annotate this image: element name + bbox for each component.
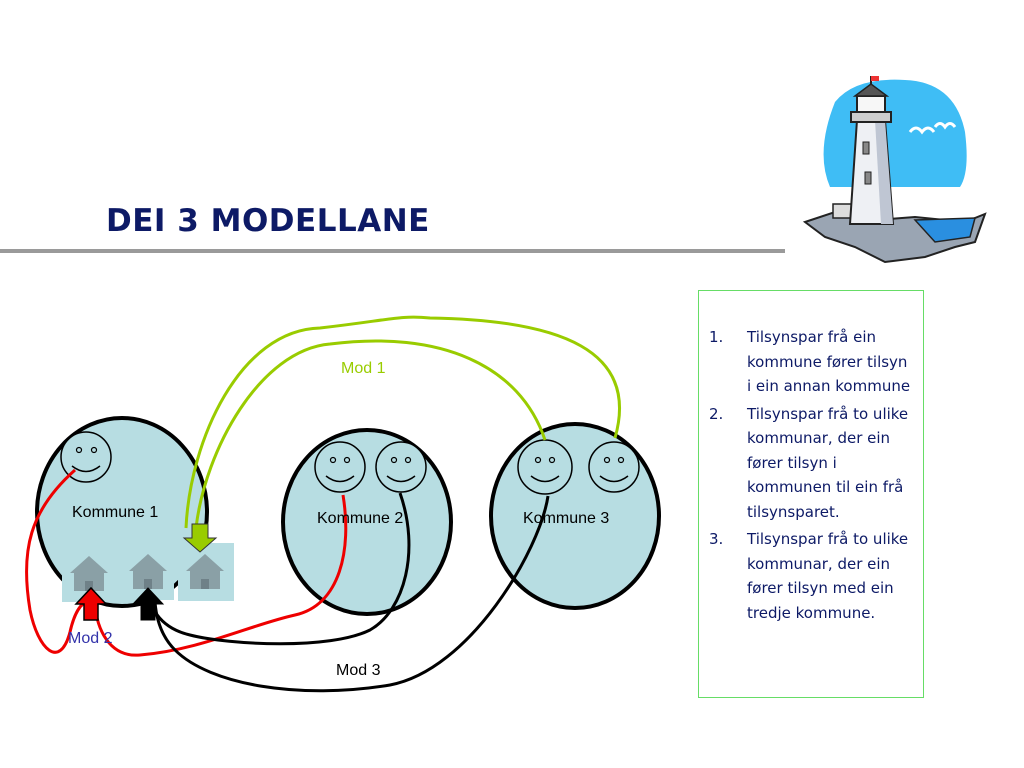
smiley-eyes	[75, 446, 625, 464]
model-diagram: Kommune 1 Kommune 2 Kommune 3 Mod 1 Mod …	[24, 315, 661, 693]
smiley-mouths	[71, 465, 629, 483]
title-divider	[0, 249, 785, 253]
mod2-arrow	[74, 586, 108, 621]
list-item-text: Tilsynspar frå ein kommune fører tilsyn …	[747, 328, 911, 395]
list-item-number: 3.	[709, 530, 724, 548]
list-item-number: 1.	[709, 328, 724, 346]
smiley-icon	[60, 431, 640, 495]
mod1-arrow	[182, 523, 218, 553]
list-item: 2. Tilsynspar frå to ulike kommunar, der…	[709, 402, 913, 525]
kommune-2-label: Kommune 2	[317, 510, 403, 527]
kommune-1-label: Kommune 1	[72, 504, 158, 521]
house-icon	[178, 543, 234, 601]
mod1-connector	[184, 315, 622, 529]
mod2-label: Mod 2	[68, 630, 113, 647]
list-item-number: 2.	[709, 404, 724, 423]
kommune-3-label: Kommune 3	[523, 510, 609, 527]
mod1-label: Mod 1	[341, 360, 386, 377]
list-item-text: Tilsynspar frå to ulike kommunar, der ei…	[747, 404, 909, 521]
mod3-connector	[148, 492, 550, 693]
model-description-box: 1. Tilsynspar frå ein kommune fører tils…	[698, 290, 924, 698]
list-item: 1. Tilsynspar frå ein kommune fører tils…	[709, 325, 913, 399]
mod3-arrow	[131, 587, 165, 621]
mod3-label: Mod 3	[336, 662, 381, 679]
lighthouse-icon	[802, 76, 987, 264]
list-item-text: Tilsynspar frå to ulike kommunar, der ei…	[747, 530, 909, 622]
model-list: 1. Tilsynspar frå ein kommune fører tils…	[699, 291, 923, 625]
page-title: DEI 3 MODELLANE	[106, 203, 430, 239]
mod2-connector	[24, 468, 348, 657]
list-item: 3. Tilsynspar frå to ulike kommunar, der…	[709, 527, 913, 625]
